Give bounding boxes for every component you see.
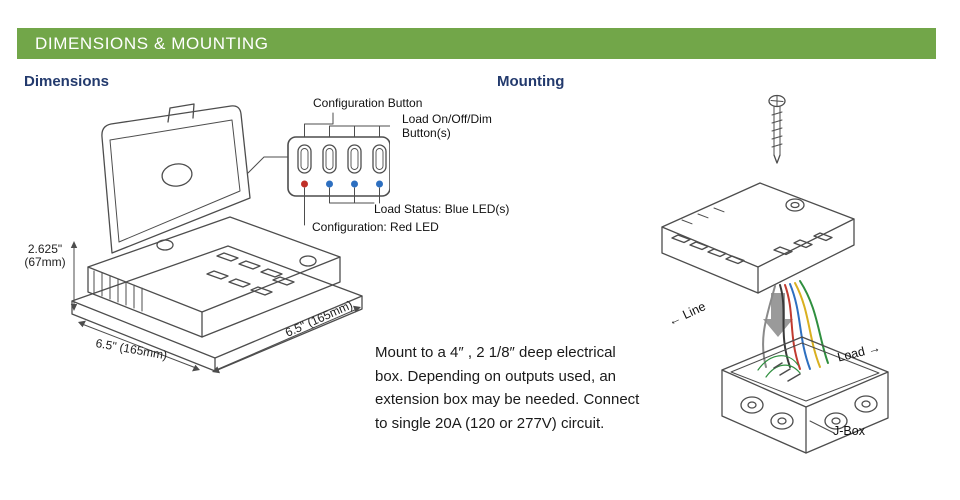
device-base [71,245,363,372]
jbox-leader [809,420,835,434]
wire-yellow [794,282,821,368]
button-well [156,239,174,251]
dimension-arrows [70,241,361,374]
leader-load-status [329,187,380,204]
leader-load-buttons [329,125,390,138]
lid-hole [161,163,193,187]
knockout-2 [770,412,794,430]
dimensions-diagram [70,103,390,374]
load-button-slot-3 [372,144,387,174]
dimension-height-inches: 2.625" [27,242,63,256]
mount-hole [299,255,317,267]
knockout-4 [854,395,878,413]
callout-leader-lines [304,112,390,226]
mounted-device [661,182,855,294]
load-blue-led-2 [351,180,358,188]
mounting-title: Mounting [497,73,565,90]
load-blue-led-3 [376,180,383,188]
callout-configuration-led: Configuration: Red LED [312,220,439,234]
load-blue-led-1 [326,180,333,188]
terminal-blocks-side [773,232,833,256]
callout-configuration-button: Configuration Button [313,96,423,110]
callout-load-status: Load Status: Blue LED(s) [374,202,510,216]
config-button-slot [297,144,312,174]
terminal-blocks-row1 [216,252,283,278]
screw-icon [768,94,786,164]
jbox-label: J-Box [833,424,865,438]
terminal-blocks-row2 [206,270,295,296]
callout-box-leader [247,156,289,174]
dimensions-title: Dimensions [24,73,110,90]
terminal-blocks-front [671,234,745,265]
lid-clip-tab [167,103,195,123]
down-arrow-icon [763,293,793,337]
mounting-diagram [661,94,889,454]
device-screw-hole [785,198,805,212]
section-header-bar: DIMENSIONS & MOUNTING [17,28,936,59]
wire-green [799,280,829,364]
box-interior-wires [757,355,801,378]
wire-red [784,284,801,370]
device-lid-open [101,103,251,254]
knockout-1 [740,396,764,414]
dimension-height-label: 2.625" (67mm) [18,243,72,269]
mounting-note: Mount to a 4″ , 2 1/8″ deep electrical b… [375,344,640,432]
detail-callout-box [287,136,390,197]
callout-load-buttons: Load On/Off/Dim Button(s) [402,112,492,140]
wire-blue [789,283,811,370]
dimension-height-mm: (67mm) [24,255,66,269]
configuration-red-led [301,180,308,188]
load-button-slot-1 [322,144,337,174]
leader-configuration-button [304,112,334,138]
heatsink-ribs [93,270,143,312]
section-header-title: DIMENSIONS & MOUNTING [35,33,269,53]
load-button-slot-2 [347,144,362,174]
knockout-3 [824,412,848,430]
device-body [87,216,341,338]
junction-box [721,336,889,454]
